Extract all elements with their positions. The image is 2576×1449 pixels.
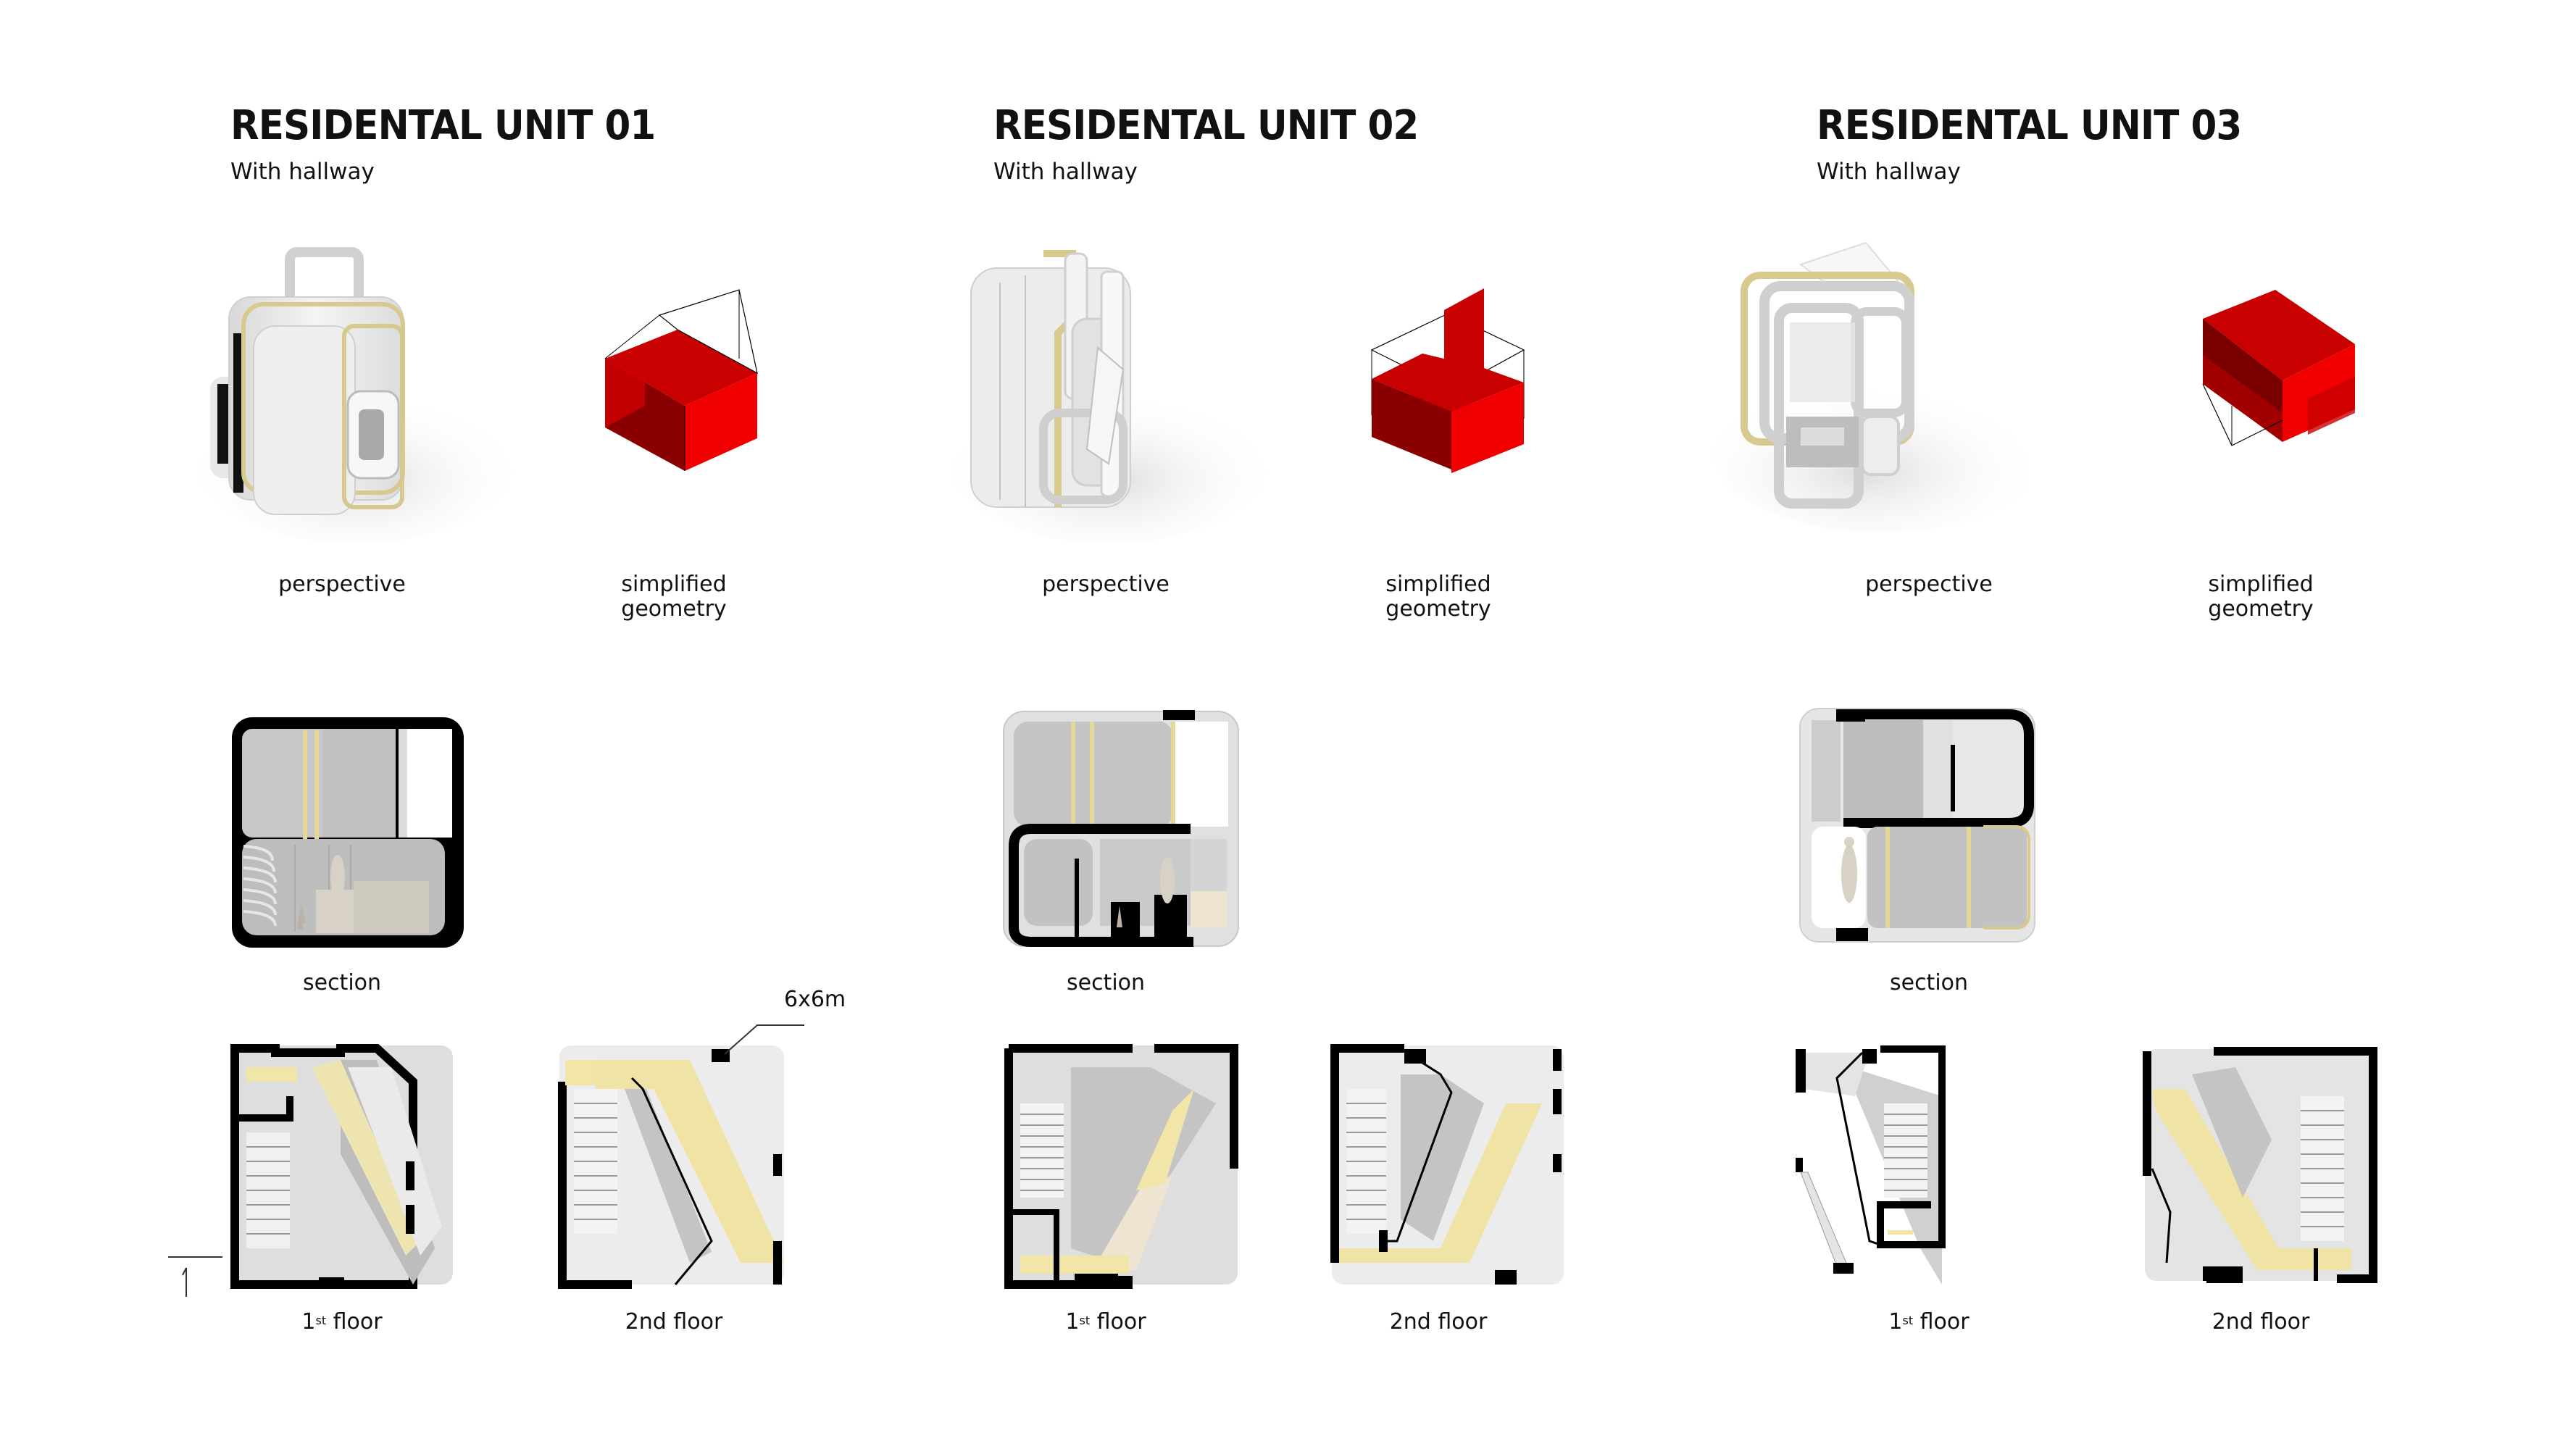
perspective-render — [1714, 235, 2069, 540]
floor-plan-1st — [1004, 1044, 1245, 1289]
section-label: section — [1889, 970, 1969, 995]
geometry-label-line2: geometry — [2208, 596, 2314, 622]
dimension-leader-line — [724, 1024, 804, 1055]
unit-subtitle: With hallway — [993, 159, 1138, 185]
geometry-label-line1: simplified — [621, 572, 727, 597]
geometry-label-line1: simplified — [1385, 572, 1491, 597]
floor2-label: 2nd floor — [1389, 1309, 1488, 1335]
simplified-geometry — [601, 289, 768, 478]
section-drawing — [1798, 707, 2038, 946]
unit-subtitle: With hallway — [1817, 159, 1961, 185]
floor1-label: 1st floor — [301, 1309, 383, 1335]
perspective-render — [196, 246, 522, 543]
unit-title: RESIDENTAL UNIT 02 — [993, 102, 1419, 149]
unit-subtitle: With hallway — [230, 159, 375, 185]
geometry-label: simplified geometry — [621, 572, 726, 622]
section-marker-icon — [168, 1256, 222, 1297]
floor-plan-1st — [1790, 1045, 2029, 1288]
perspective-render — [949, 232, 1275, 543]
floor-plan-2nd — [558, 1045, 791, 1289]
floor-plan-1st — [230, 1044, 464, 1289]
floor1-label: 1st floor — [1888, 1309, 1969, 1335]
geometry-label-line2: geometry — [1385, 596, 1491, 622]
geometry-label-line1: simplified — [2208, 572, 2314, 597]
simplified-geometry — [2199, 290, 2366, 478]
section-label: section — [302, 970, 382, 995]
perspective-label: perspective — [278, 572, 406, 597]
simplified-geometry — [1368, 288, 1535, 477]
perspective-label: perspective — [1042, 572, 1170, 597]
perspective-label: perspective — [1865, 572, 1993, 597]
floor-plan-2nd — [2141, 1045, 2380, 1288]
unit-title: RESIDENTAL UNIT 01 — [230, 102, 656, 149]
geometry-label: simplified geometry — [2208, 572, 2313, 622]
floor2-label: 2nd floor — [625, 1309, 723, 1335]
dimension-label: 6x6m — [784, 987, 846, 1012]
section-label: section — [1066, 970, 1146, 995]
geometry-label: simplified geometry — [1385, 572, 1491, 622]
geometry-label-line2: geometry — [621, 596, 727, 622]
section-drawing — [1002, 710, 1241, 949]
floor1-label: 1st floor — [1065, 1309, 1146, 1335]
unit-title: RESIDENTAL UNIT 03 — [1817, 102, 2242, 149]
floor-plan-2nd — [1330, 1044, 1571, 1288]
section-drawing — [230, 716, 465, 949]
floor2-label: 2nd floor — [2212, 1309, 2310, 1335]
